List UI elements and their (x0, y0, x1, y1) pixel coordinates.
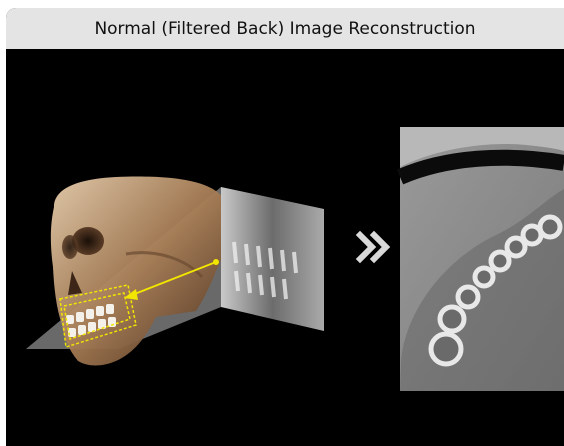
skull-3d-render (51, 177, 228, 366)
panel-title: Normal (Filtered Back) Image Reconstruct… (6, 8, 564, 49)
scene-svg (6, 49, 564, 446)
double-chevron-right-icon (360, 235, 386, 259)
reconstruction-scene (6, 49, 564, 446)
panel-frame: Normal (Filtered Back) Image Reconstruct… (6, 8, 564, 446)
ct-slice-image (400, 127, 564, 391)
xray-panel (221, 187, 324, 331)
